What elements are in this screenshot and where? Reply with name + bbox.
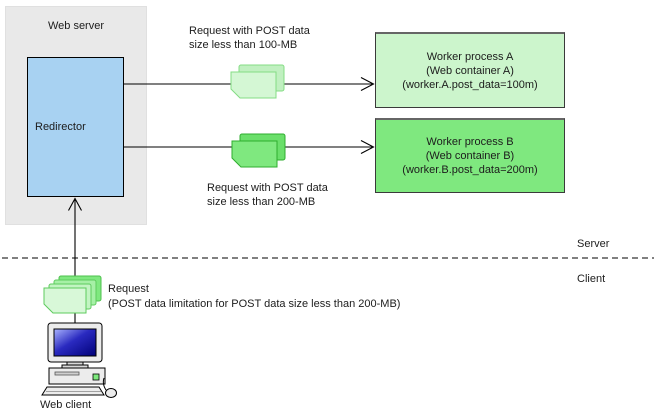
redirector-label: Redirector xyxy=(35,121,86,133)
monitor-screen xyxy=(53,328,97,357)
client-zone-label: Client xyxy=(577,273,606,285)
power-indicator xyxy=(92,373,100,381)
web-server-label: Web server xyxy=(47,20,105,32)
mouse xyxy=(105,388,117,398)
request-b-label: Request with POST data size less than 20… xyxy=(207,181,328,209)
desktop-computer-icon xyxy=(41,322,117,398)
request-b-label-line1: Request with POST data xyxy=(207,182,328,194)
request-documents-stack-icon xyxy=(43,275,102,314)
client-request-label: Request (POST data limitation for POST d… xyxy=(108,282,400,312)
arrowhead-right-a-icon xyxy=(360,77,375,91)
web-client-label: Web client xyxy=(40,399,92,411)
monitor-neck xyxy=(66,361,84,366)
redirector-box: Redirector xyxy=(27,57,124,197)
request-a-label: Request with POST data size less than 10… xyxy=(189,24,310,52)
client-request-label-line1: Request xyxy=(108,283,149,295)
request-documents-icon-light xyxy=(230,64,285,99)
request-documents-icon-dark xyxy=(231,133,286,168)
worker-b-setting: (worker.B.post_data=200m) xyxy=(402,164,538,176)
request-b-label-line2: size less than 200-MB xyxy=(207,196,316,208)
keyboard xyxy=(41,386,105,396)
floppy-slot xyxy=(54,371,80,376)
flow-arrow-to-worker-b xyxy=(124,140,375,154)
worker-process-b-box: Worker process B (Web container B) (work… xyxy=(375,118,565,193)
monitor-base xyxy=(61,364,89,369)
worker-a-name: Worker process A xyxy=(426,50,514,63)
request-a-label-line1: Request with POST data xyxy=(189,25,310,37)
arrowhead-right-b-icon xyxy=(360,140,375,154)
flow-arrow-to-worker-a xyxy=(124,77,375,91)
system-unit xyxy=(48,367,106,385)
worker-a-setting: (worker.A.post_data=100m) xyxy=(402,78,538,91)
worker-a-container: (Web container A) xyxy=(426,64,514,77)
request-a-label-line2: size less than 100-MB xyxy=(189,39,298,51)
server-zone-label: Server xyxy=(577,238,610,250)
worker-b-container: (Web container B) xyxy=(425,150,515,162)
client-request-label-line2: (POST data limitation for POST data size… xyxy=(108,298,401,310)
mouse-cable xyxy=(102,377,107,391)
worker-process-a-box: Worker process A (Web container A) (work… xyxy=(375,32,565,108)
worker-b-name: Worker process B xyxy=(426,136,514,148)
monitor-frame xyxy=(47,322,103,363)
